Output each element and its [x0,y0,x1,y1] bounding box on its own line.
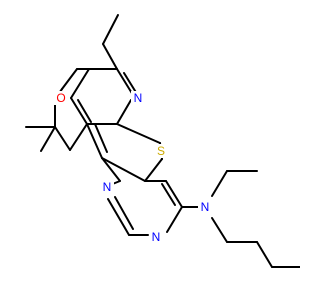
bond [102,43,118,70]
bond [77,99,92,123]
bond [86,123,103,159]
bond-group [25,14,300,268]
bond [107,198,130,236]
bond [101,157,121,182]
nitrogen-atom-label: N [201,200,210,214]
bond [54,126,71,151]
bond [61,68,78,90]
bond [211,170,228,197]
label-backdrop [54,91,68,105]
bond [116,123,161,144]
label-backdrop [154,144,168,158]
bond [144,158,163,182]
nitrogen-atom-label: N [152,230,161,244]
bond [123,72,138,95]
label-backdrop [100,180,114,194]
bond [211,217,228,243]
bond [165,180,183,208]
bond [101,157,146,182]
molecule-structure-diagram: N S N N N O [25,14,300,268]
bond [256,241,273,268]
oxygen-atom-label: O [56,91,65,105]
atom-labels: N S N N N O [54,91,212,244]
bond [161,183,176,206]
bond [70,97,88,125]
bond [40,126,56,152]
nitrogen-atom-label: N [103,180,112,194]
bond [70,68,90,99]
label-backdrop [149,230,163,244]
bond [69,123,88,151]
bond [116,68,134,96]
bond [166,206,183,233]
sulfur-atom-label: S [157,144,165,158]
bond [102,14,119,45]
label-backdrop [198,200,212,214]
nitrogen-atom-label: N [134,91,143,105]
bond [94,123,108,153]
label-backdrop [131,91,145,105]
bond [116,99,132,125]
bond [114,196,134,230]
